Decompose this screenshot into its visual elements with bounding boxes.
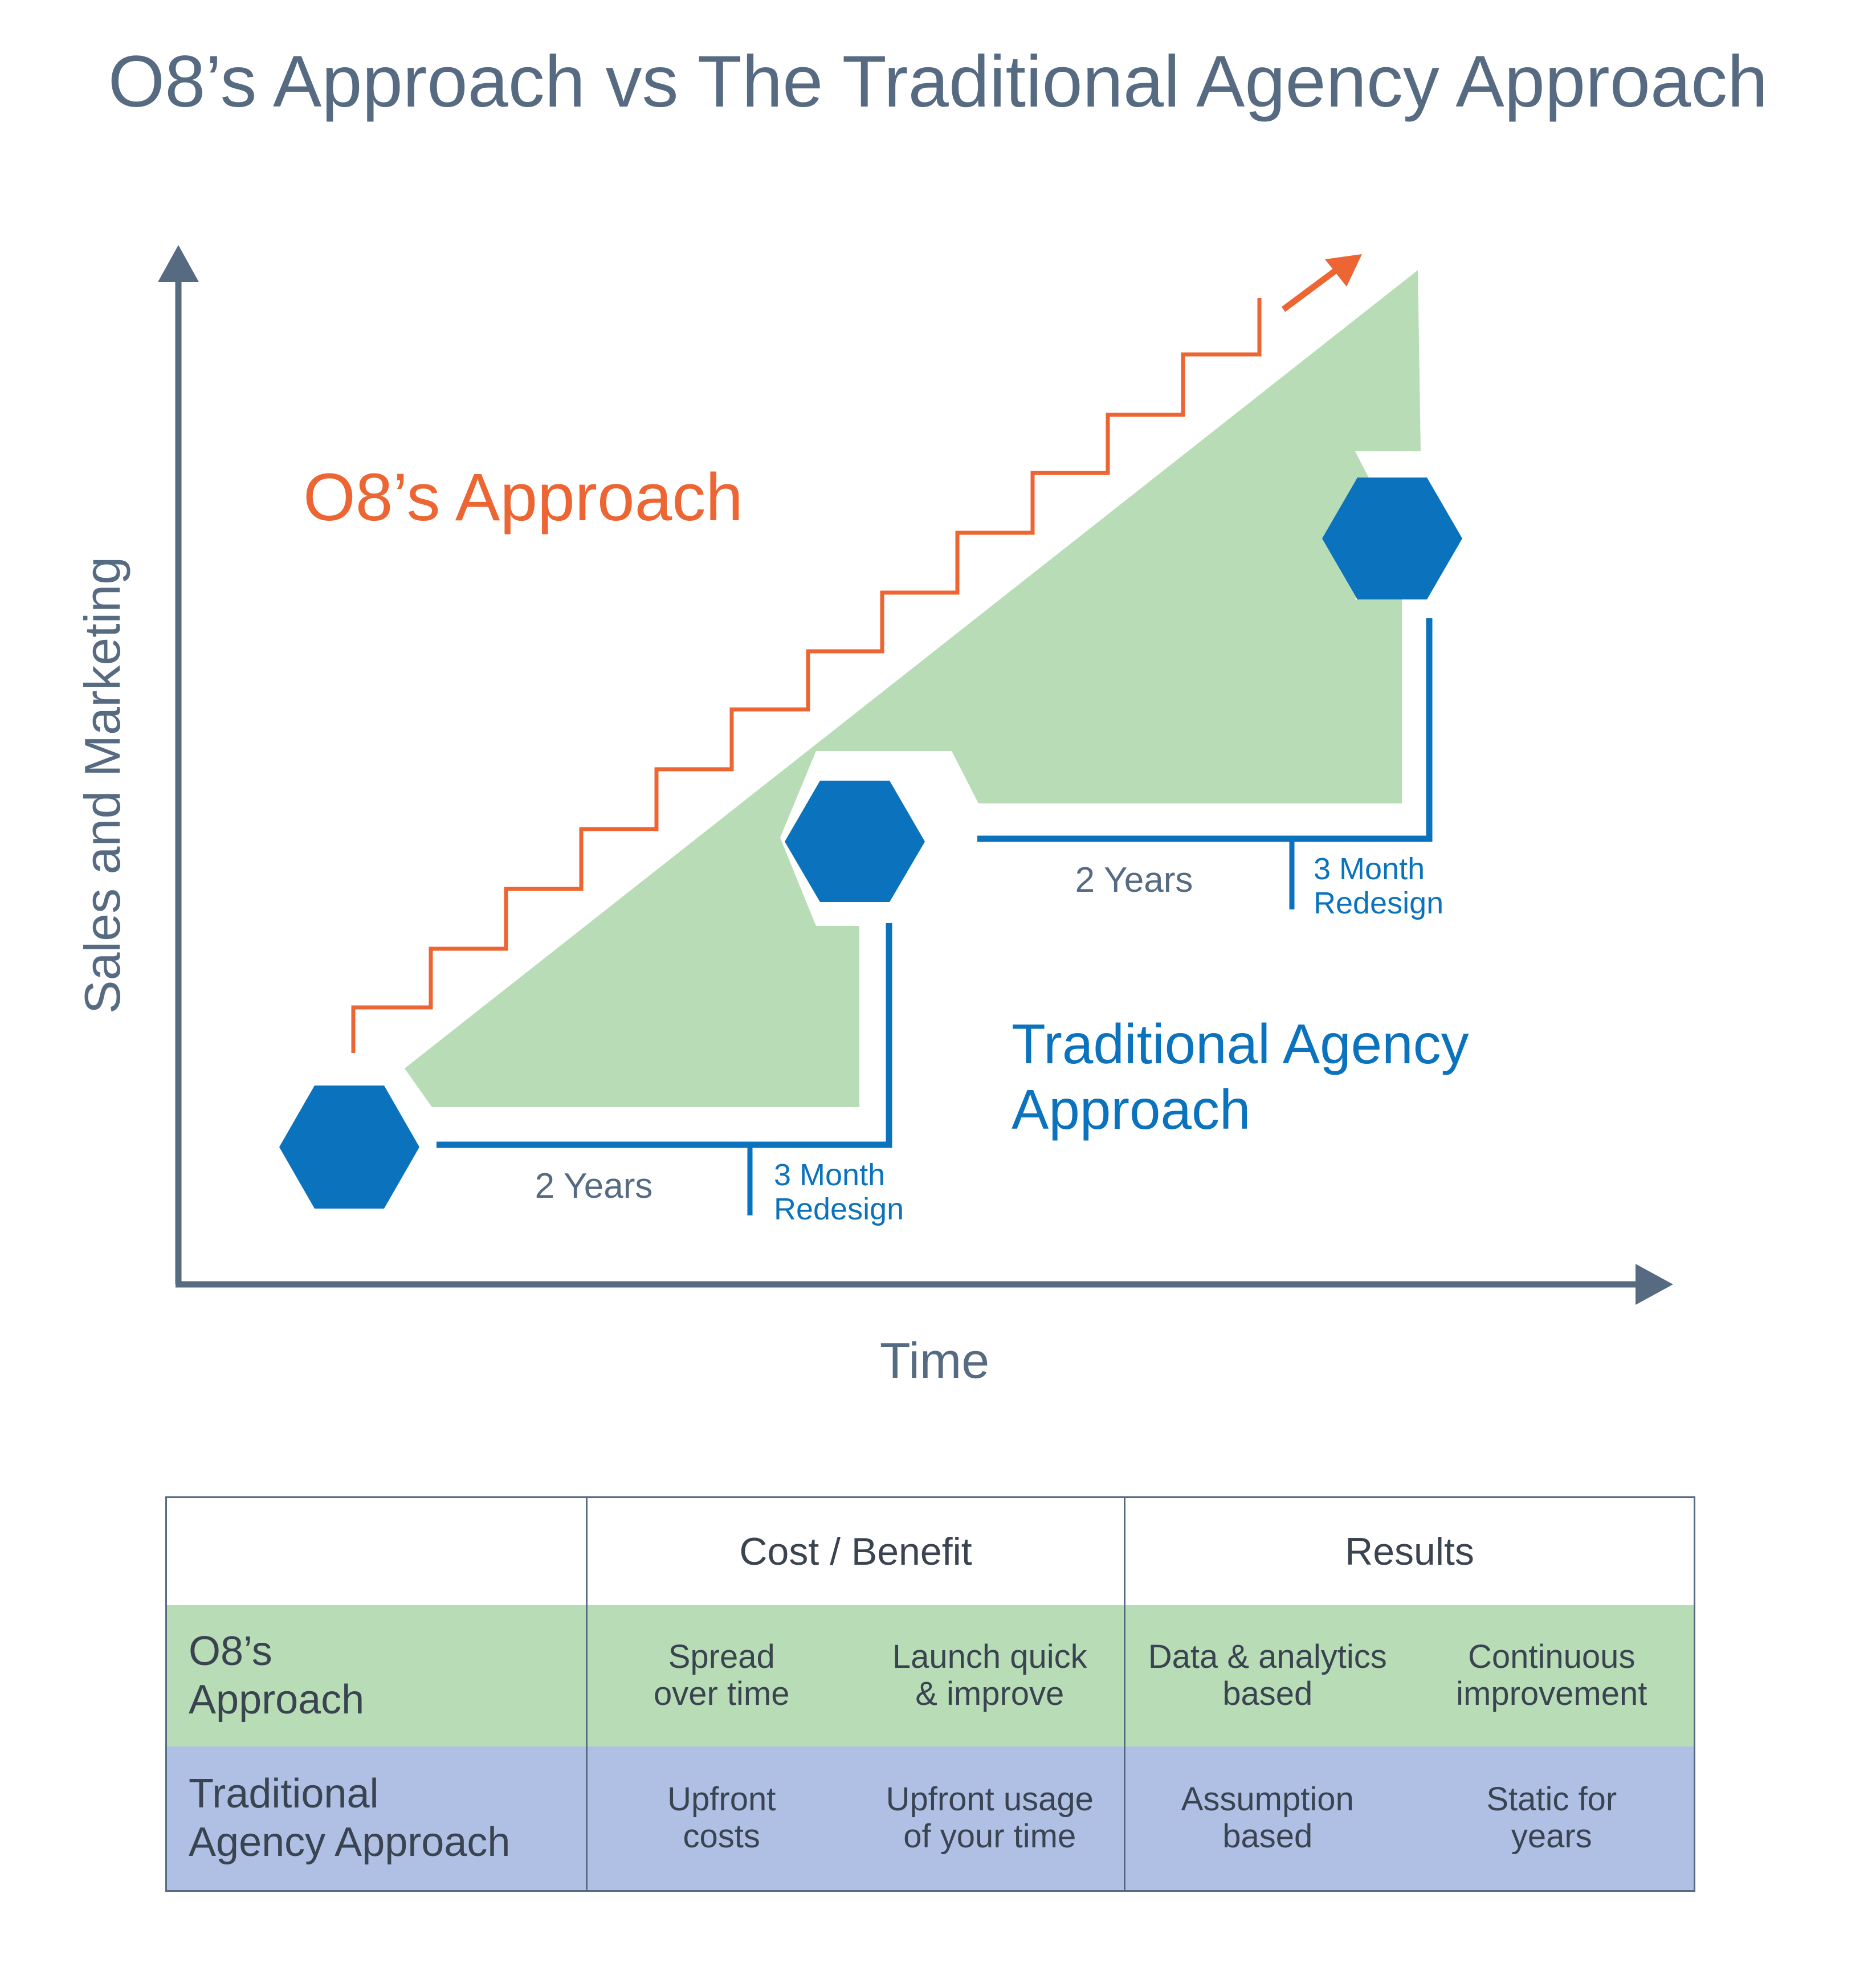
cost-benefit-cell: Spread over time Launch quick & improve — [586, 1605, 1125, 1746]
y-axis-label: Sales and Marketing — [74, 557, 130, 1014]
growth-arrow-icon — [1281, 265, 1341, 312]
row-label-o8: O8’s Approach — [166, 1605, 587, 1746]
result-item: Static for years — [1486, 1781, 1617, 1855]
redesign-label-line1: 3 Month — [774, 1158, 885, 1192]
redesign-label-line1: 3 Month — [1314, 852, 1425, 886]
cost-item: Upfront usage of your time — [886, 1781, 1094, 1855]
result-item: Continuous improvement — [1456, 1638, 1647, 1712]
cost-item: Launch quick & improve — [892, 1638, 1087, 1712]
traditional-label-line1: Traditional Agency — [1012, 1013, 1469, 1075]
growth-arrowhead-icon — [1325, 254, 1362, 287]
traditional-path — [437, 923, 892, 1148]
x-axis-label: Time — [880, 1332, 989, 1389]
o8-staircase — [351, 298, 1262, 1053]
growth-area — [405, 270, 1421, 1107]
duration-label: 2 Years — [535, 1166, 653, 1206]
header-results: Results — [1124, 1497, 1695, 1605]
duration-label: 2 Years — [1075, 860, 1193, 900]
table-row: O8’s Approach Spread over time Launch qu… — [166, 1605, 1695, 1746]
row-label-traditional: Traditional Agency Approach — [166, 1746, 587, 1891]
results-cell: Data & analytics based Continuous improv… — [1124, 1605, 1695, 1746]
result-item: Assumption based — [1181, 1781, 1354, 1855]
traditional-label-line2: Approach — [1012, 1078, 1251, 1141]
table-row: Traditional Agency Approach Upfront cost… — [166, 1746, 1695, 1891]
header-blank — [166, 1497, 587, 1605]
traditional-path-2 — [977, 618, 1433, 842]
comparison-table: Cost / Benefit Results O8’s Approach Spr… — [165, 1496, 1695, 1892]
x-axis-arrow-icon — [1636, 1264, 1673, 1305]
page-title: O8’s Approach vs The Traditional Agency … — [108, 41, 1768, 123]
results-cell: Assumption based Static for years — [1124, 1746, 1695, 1891]
cost-benefit-cell: Upfront costs Upfront usage of your time — [586, 1746, 1125, 1891]
approach-diagram: Sales and Marketing Time O8’s Approach T… — [74, 245, 1673, 1389]
hexagon-icon — [785, 781, 925, 902]
hexagon-icon — [279, 1086, 419, 1209]
header-cost-benefit: Cost / Benefit — [586, 1497, 1125, 1605]
redesign-label-line2: Redesign — [1314, 886, 1443, 920]
cost-item: Spread over time — [653, 1638, 790, 1712]
table-header-row: Cost / Benefit Results — [166, 1497, 1695, 1605]
redesign-label-line2: Redesign — [774, 1192, 904, 1226]
hexagon-icon — [1322, 478, 1462, 599]
y-axis-arrow-icon — [158, 245, 199, 282]
result-item: Data & analytics based — [1148, 1638, 1387, 1712]
o8-approach-label: O8’s Approach — [303, 460, 743, 535]
cost-item: Upfront costs — [667, 1781, 776, 1855]
